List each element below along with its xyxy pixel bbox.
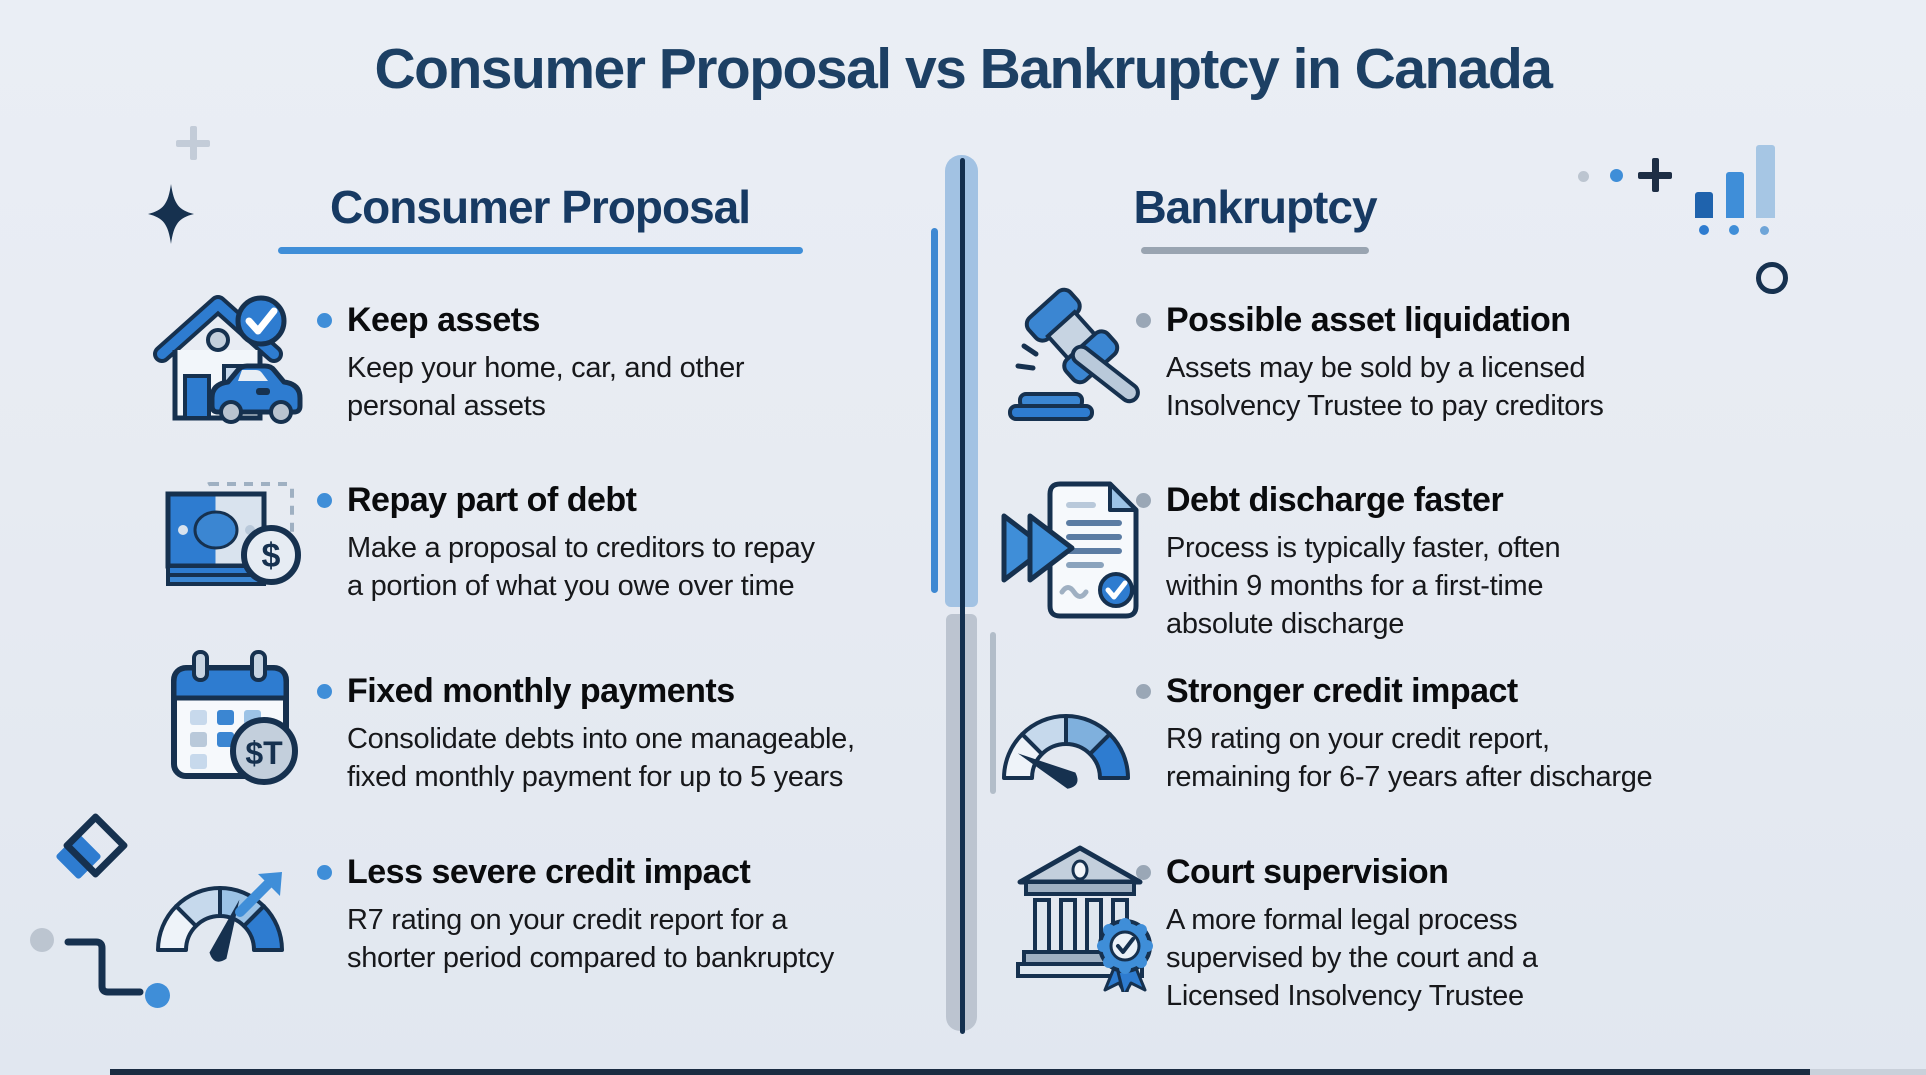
divider-accent-gray-line xyxy=(990,632,996,794)
gavel-icon xyxy=(1000,286,1160,431)
column-header-label: Consumer Proposal xyxy=(329,181,751,233)
page-title: Consumer Proposal vs Bankruptcy in Canad… xyxy=(374,37,1554,101)
item-heading: Fixed monthly payments xyxy=(347,672,735,710)
header-underline-gray xyxy=(1141,247,1369,254)
calendar-coin-icon: $T xyxy=(160,648,320,793)
bar-chart-icon xyxy=(1726,172,1744,218)
item-heading: Less severe credit impact xyxy=(347,853,751,891)
column-header-label: Bankruptcy xyxy=(1133,181,1377,233)
divider-accent-blue-line xyxy=(931,228,938,593)
item-heading: Possible asset liquidation xyxy=(1166,301,1571,339)
decor-dot xyxy=(1610,169,1623,182)
item-description: R7 rating on your credit report for a sh… xyxy=(347,904,834,974)
divider-center-line xyxy=(960,158,965,1034)
column-header-consumer-proposal: Consumer Proposal xyxy=(265,180,815,254)
item-description: Assets may be sold by a licensed Insolve… xyxy=(1166,352,1604,422)
item-heading: Keep assets xyxy=(347,301,540,339)
bar-chart-icon xyxy=(1695,192,1713,218)
bar-chart-icon xyxy=(1756,145,1775,218)
decor-dot xyxy=(30,928,54,952)
bottom-bar xyxy=(1810,1069,1926,1075)
item-description: R9 rating on your credit report, remaini… xyxy=(1166,723,1653,793)
column-header-bankruptcy: Bankruptcy xyxy=(1075,180,1435,254)
dollar-t-badge: $T xyxy=(245,735,283,771)
item-description: Keep your home, car, and other personal … xyxy=(347,352,745,422)
courthouse-seal-icon xyxy=(1010,842,1170,998)
list-item-keep-assets: Keep assets Keep your home, car, and oth… xyxy=(317,300,745,425)
item-heading: Court supervision xyxy=(1166,853,1449,891)
bullet-icon xyxy=(1136,493,1151,508)
bullet-icon xyxy=(317,493,332,508)
decor-dot xyxy=(145,983,170,1008)
document-fast-forward-icon xyxy=(998,476,1158,621)
item-description: A more formal legal process supervised b… xyxy=(1166,904,1538,1012)
decor-dot xyxy=(1760,226,1769,235)
bullet-icon xyxy=(1136,865,1151,880)
list-item-court-supervision: Court supervision A more formal legal pr… xyxy=(1136,852,1538,1015)
list-item-possible-asset-liquidation: Possible asset liquidation Assets may be… xyxy=(1136,300,1604,425)
list-item-debt-discharge-faster: Debt discharge faster Process is typical… xyxy=(1136,480,1561,643)
decor-dot xyxy=(1729,225,1739,235)
decor-dot xyxy=(1699,225,1709,235)
list-item-stronger-credit-impact: Stronger credit impact R9 rating on your… xyxy=(1136,671,1653,796)
header-underline-blue xyxy=(277,247,803,254)
item-heading: Repay part of debt xyxy=(347,481,637,519)
decor-dot xyxy=(1578,171,1589,182)
bottom-bar xyxy=(110,1069,1810,1075)
item-heading: Debt discharge faster xyxy=(1166,481,1504,519)
bullet-icon xyxy=(317,865,332,880)
item-heading: Stronger credit impact xyxy=(1166,672,1518,710)
bullet-icon xyxy=(317,684,332,699)
gauge-needle-icon xyxy=(996,666,1156,811)
bullet-icon xyxy=(1136,684,1151,699)
sparkle-icon xyxy=(148,184,194,249)
item-description: Consolidate debts into one manageable, f… xyxy=(347,723,855,793)
item-description: Make a proposal to creditors to repay a … xyxy=(347,532,815,602)
circle-outline-icon xyxy=(1756,262,1788,294)
gauge-arrow-up-icon xyxy=(150,838,310,983)
house-car-check-icon xyxy=(148,288,308,433)
list-item-repay-part-of-debt: Repay part of debt Make a proposal to cr… xyxy=(317,480,815,605)
bullet-icon xyxy=(317,313,332,328)
item-description: Process is typically faster, often withi… xyxy=(1166,532,1561,640)
bullet-icon xyxy=(1136,313,1151,328)
dollar-badge: $ xyxy=(262,537,281,575)
list-item-less-severe-credit-impact: Less severe credit impact R7 rating on y… xyxy=(317,852,834,977)
step-line-icon xyxy=(64,934,154,1011)
list-item-fixed-monthly-payments: Fixed monthly payments Consolidate debts… xyxy=(317,671,855,796)
banknote-coin-icon: $ xyxy=(158,468,318,613)
